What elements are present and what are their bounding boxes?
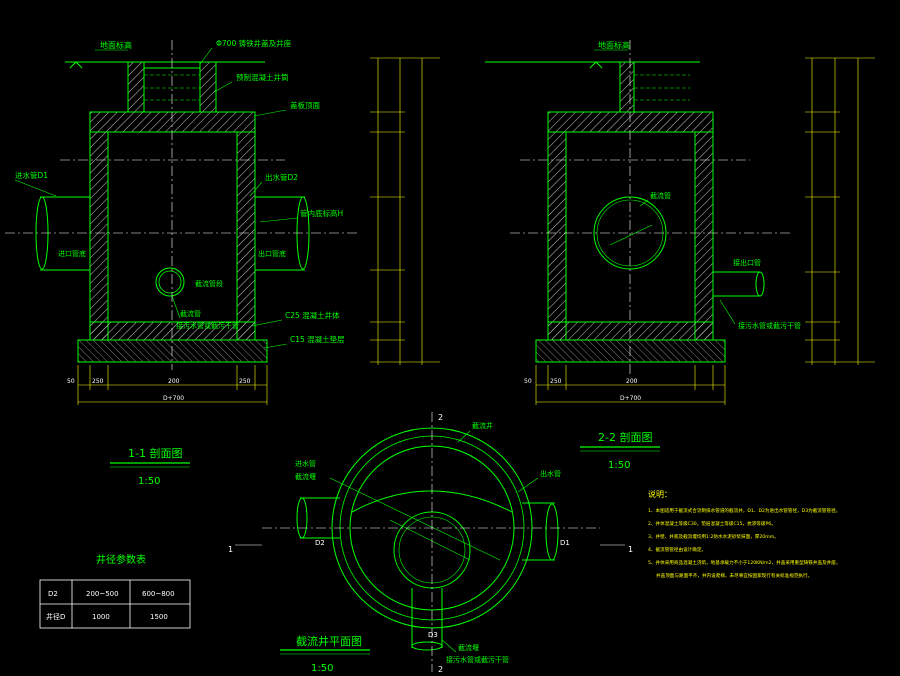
s11-cover-label: Φ700 铸铁井盖及井座: [216, 38, 292, 48]
s22-dim-a: 50: [524, 378, 532, 385]
table-r0c2: 600~800: [142, 590, 175, 598]
s11-c25-label: C25 混凝土井体: [285, 310, 340, 320]
section-2-2: 地面标高 截流管 接出口管 接污水管或截污干管: [485, 40, 875, 405]
plan-weir-label: 截流堰: [458, 643, 479, 652]
plan-title: 截流井平面图: [296, 634, 362, 648]
plan-sewer-label: 接污水管或截污干管: [446, 655, 509, 664]
table-r0c0: D2: [48, 590, 58, 598]
plan-sec2-bottom: 2: [438, 665, 443, 674]
s11-inlet-label: 进水管D1: [15, 170, 48, 180]
plan-inlet-label: 进水管: [295, 459, 316, 468]
plan-scale: 1:50: [311, 663, 333, 674]
notes-item-5: 5、井体采用商品混凝土浇筑，地基承载力不小于120KN/m2，井盖采用重型铸铁井…: [648, 559, 840, 566]
s11-sewer-label: 接污水管或截污干管: [176, 321, 239, 330]
s11-outlet-label: 出水管D2: [265, 172, 298, 182]
notes-item-1: 1、本图适用于截流式合流制排水管道的截流井，D1、D2为进出水管管径，D3为截流…: [648, 507, 840, 514]
s11-title-block: 1-1 剖面图 1:50: [110, 446, 190, 487]
plan-outlet-label: 出水管: [540, 469, 561, 478]
s11-inlet-invert-label: 进口管底: [58, 249, 86, 258]
notes-item-3: 3、井壁、井底及截流堰均用1:2防水水泥砂浆抹面，厚20mm。: [648, 533, 779, 540]
s22-sewer-label: 接污水管或截污干管: [738, 321, 801, 330]
s22-dim-c: 200: [626, 378, 638, 385]
s11-title: 1-1 剖面图: [128, 446, 182, 460]
section-1-1: 地面标高 Φ700 铸铁井盖及井座 预制混凝土井筒 盖板顶面 进水管D1: [5, 38, 440, 405]
s22-outfall-label: 接出口管: [733, 258, 761, 267]
s11-bottom-elev-label: 管内底标高H: [300, 208, 343, 218]
notes-item-6: 井盖顶面与路面平齐，井内设爬梯，未尽事宜按国家现行有关标准规范执行。: [656, 572, 812, 579]
notes-title: 说明：: [648, 489, 672, 499]
diameter-table: 井径参数表 D2 200~500 600~800 井径D 1000 1500: [39, 553, 191, 629]
s11-neck-label: 预制混凝土井筒: [236, 72, 289, 82]
s11-flow-pipe-label: 截流管: [180, 309, 201, 318]
plan-sec1-right: 1: [628, 545, 633, 554]
s11-slab-label: 盖板顶面: [290, 100, 320, 110]
table-r1c2: 1500: [150, 613, 168, 621]
s22-weir-pipe-label: 截流管: [650, 191, 671, 200]
notes-item-4: 4、截流管管径由设计确定。: [648, 546, 706, 553]
table-title: 井径参数表: [96, 553, 146, 566]
s22-dim-b: 250: [550, 378, 562, 385]
s11-ground-label: 地面标高: [100, 40, 132, 50]
s11-scale: 1:50: [138, 476, 160, 487]
plan-view: 截流井 进水管 截流堰 出水管 D2 D1 D3 截流堰 接污水管或截污干管 1…: [228, 412, 633, 674]
s11-dim-a: 50: [67, 378, 75, 385]
table-r0c1: 200~500: [86, 590, 119, 598]
s11-dim-c: 200: [168, 378, 180, 385]
plan-d1-label: D1: [560, 539, 570, 547]
notes-item-2: 2、井体混凝土等级C30，垫层混凝土等级C15，抗渗等级P6。: [648, 520, 776, 527]
notes-block: 说明： 1、本图适用于截流式合流制排水管道的截流井，D1、D2为进出水管管径，D…: [648, 489, 840, 579]
plan-inner-wall-label: 截流堰: [295, 472, 316, 481]
s11-dim-b: 250: [92, 378, 104, 385]
s22-scale: 1:50: [608, 460, 630, 471]
s11-outlet-invert-label: 出口管底: [258, 249, 286, 258]
s22-ground-label: 地面标高: [598, 40, 630, 50]
table-r1c0: 井径D: [46, 612, 65, 621]
table-r1c1: 1000: [92, 613, 110, 621]
s11-dim-total: D+700: [163, 395, 184, 402]
s11-flow-section-label: 截流管段: [195, 279, 223, 288]
plan-sec1-left: 1: [228, 545, 233, 554]
plan-title-block: 截流井平面图 1:50: [280, 634, 370, 674]
plan-d2-label: D2: [315, 539, 325, 547]
s11-dim-d: 250: [239, 378, 251, 385]
plan-sec2-top: 2: [438, 413, 443, 422]
s11-c15-label: C15 混凝土垫层: [290, 334, 345, 344]
plan-d3-label: D3: [428, 631, 438, 639]
s22-title-block: 2-2 剖面图 1:50: [580, 430, 660, 471]
s22-title: 2-2 剖面图: [598, 430, 652, 444]
s22-dim-total: D+700: [620, 395, 641, 402]
plan-wall-label: 截流井: [472, 421, 493, 430]
